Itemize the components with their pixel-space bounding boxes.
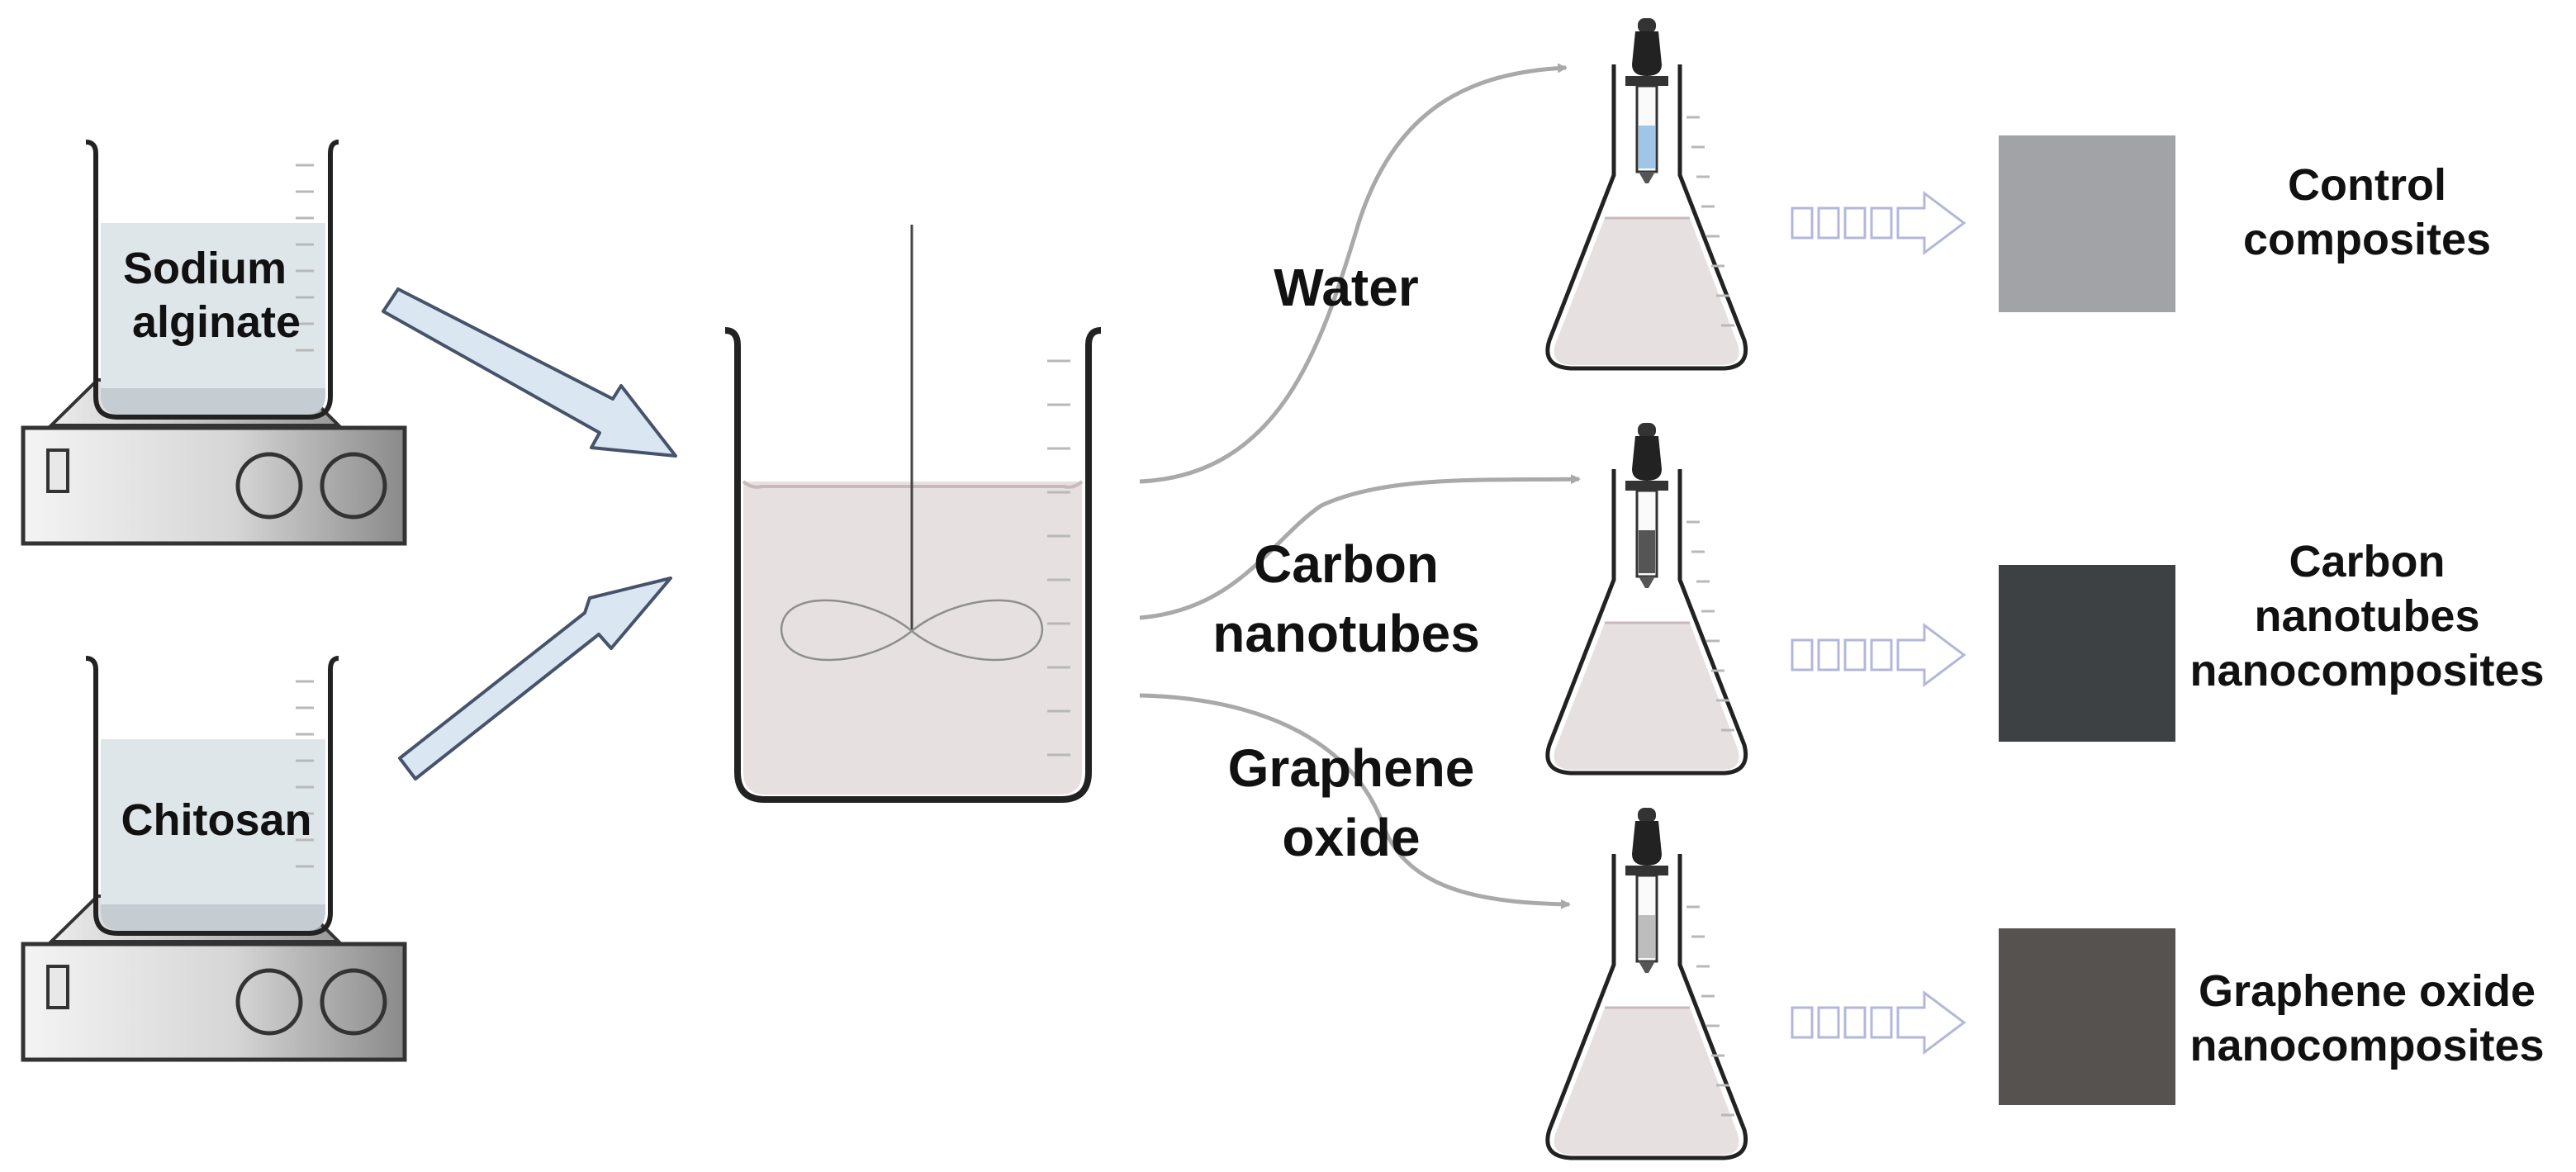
mixing-beaker-icon xyxy=(724,225,1102,803)
sodium-alginate-label-line1: Sodium xyxy=(123,244,287,293)
route-label-line: nanotubes xyxy=(1212,604,1480,663)
curve-arrow-icon xyxy=(1139,693,1571,909)
product-label-line: Graphene oxide xyxy=(2199,966,2536,1016)
block-arrow-icon xyxy=(1791,623,1966,687)
composite-swatch xyxy=(1999,135,2175,312)
route-label-line: Graphene xyxy=(1228,738,1475,798)
block-arrow-icon xyxy=(1791,990,1966,1055)
curve-arrow-icon xyxy=(1139,474,1581,620)
dropper-icon xyxy=(1625,18,1668,183)
erlenmeyer-flask-icon xyxy=(1545,423,1748,776)
route-label-line: Water xyxy=(1274,258,1418,317)
chitosan-station: Chitosan xyxy=(21,656,407,1062)
product-label-line: nanocomposites xyxy=(2189,1021,2544,1070)
split-arrows xyxy=(1139,63,1581,909)
block-arrow-icon xyxy=(1791,191,1966,255)
composite-swatch xyxy=(1999,928,2175,1105)
route-label-line: Carbon xyxy=(1254,534,1439,594)
erlenmeyer-flask-icon xyxy=(1545,18,1748,371)
beaker-icon: Chitosan xyxy=(85,656,339,936)
route-label-line: oxide xyxy=(1282,808,1420,867)
flow-arrow-icon xyxy=(382,287,677,458)
product-label-line: nanocomposites xyxy=(2189,646,2544,695)
product-label-line: nanotubes xyxy=(2254,591,2479,641)
flow-arrow-icon xyxy=(398,577,672,781)
erlenmeyer-flask-icon xyxy=(1545,808,1748,1160)
product-label-line: Carbon xyxy=(2289,537,2446,586)
sodium-alginate-station: Sodium alginate xyxy=(21,140,407,546)
impeller-icon xyxy=(780,225,1044,662)
curve-arrow-icon xyxy=(1139,63,1568,484)
product-label-line: composites xyxy=(2243,215,2491,264)
beaker-icon: Sodium alginate xyxy=(85,140,339,420)
dropper-icon xyxy=(1625,423,1668,588)
composite-swatch xyxy=(1999,565,2175,742)
sodium-alginate-label-line2: alginate xyxy=(132,297,301,347)
dropper-icon xyxy=(1625,808,1668,973)
flasks xyxy=(1545,18,1748,1160)
chitosan-label: Chitosan xyxy=(121,795,311,845)
product-label-line: Control xyxy=(2288,160,2446,210)
